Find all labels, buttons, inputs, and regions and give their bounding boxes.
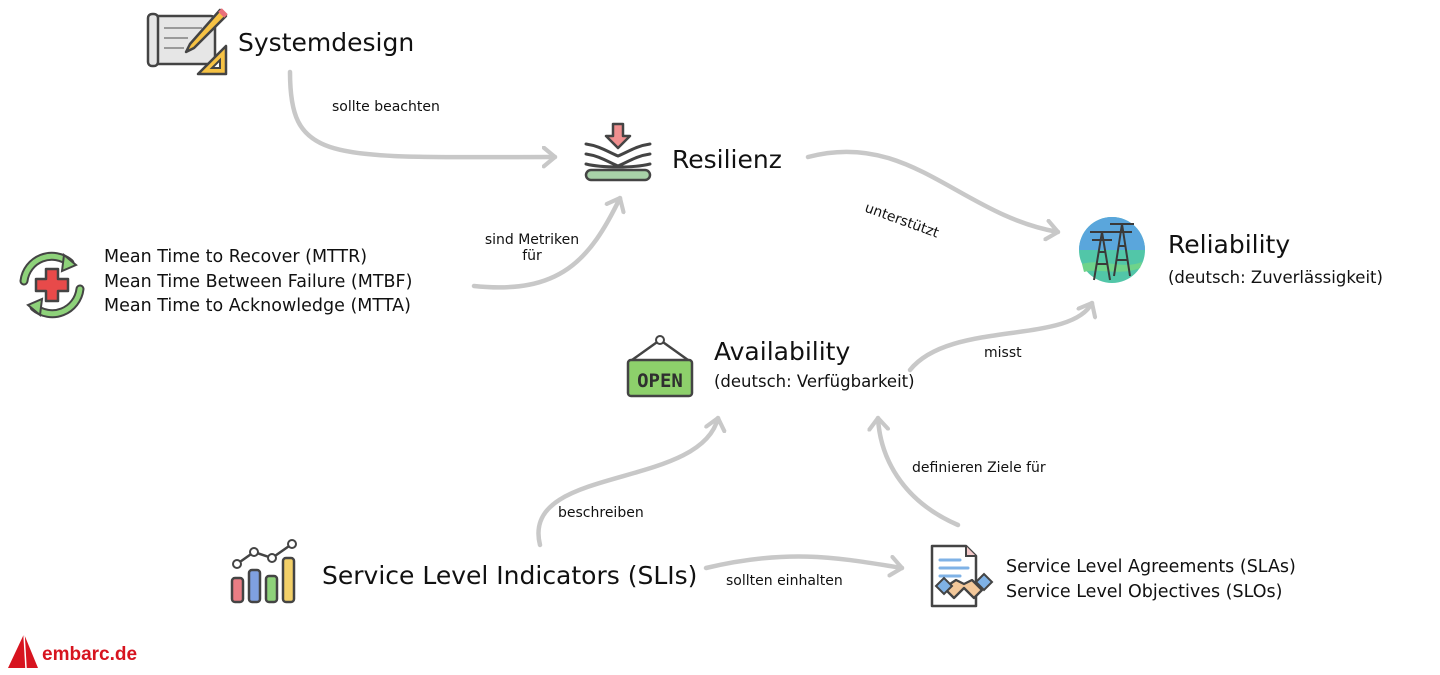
edge-slis-availability [536, 415, 718, 548]
bar-chart-trend-icon [230, 539, 297, 604]
brand-link[interactable]: embarc.de [42, 644, 138, 665]
metrics-list: Mean Time to Recover (MTTR) Mean Time Be… [104, 245, 412, 319]
availability-sub-label: (deutsch: Verfügbarkeit) [714, 372, 915, 391]
power-tower-icon [1079, 217, 1145, 283]
availability-label: Availability [714, 337, 851, 366]
svg-text:OPEN: OPEN [637, 370, 683, 392]
reliability-sub-label: (deutsch: Zuverlässigkeit) [1168, 268, 1383, 287]
metric-mttr: Mean Time to Recover (MTTR) [104, 247, 368, 267]
slo-label: Service Level Objectives (SLOs) [1006, 581, 1283, 602]
edge-label-misst: misst [984, 345, 1022, 361]
edge-slis-sla [703, 554, 905, 568]
edge-label-sind-metriken: sind Metriken für [474, 232, 590, 264]
slis-label: Service Level Indicators (SLIs) [322, 561, 698, 590]
sla-slo-list: Service Level Agreements (SLAs) Service … [1006, 555, 1296, 604]
open-sign-icon: OPEN [626, 335, 694, 398]
blueprint-pencil-icon [146, 8, 228, 76]
resilienz-label: Resilienz [672, 145, 782, 174]
edge-resilienz-reliability [805, 149, 1061, 232]
edge-sla-availability [878, 415, 961, 528]
edge-label-definieren: definieren Ziele für [912, 460, 1046, 476]
contract-handshake-icon [930, 544, 994, 608]
edge-label-sollten-einhalten: sollten einhalten [726, 573, 843, 589]
metric-mtbf: Mean Time Between Failure (MTBF) [104, 271, 413, 292]
edge-availability-reliability [907, 300, 1092, 373]
edge-label-sollte-beachten: sollte beachten [332, 99, 440, 115]
edge-label-sind-metriken-line2: für [522, 248, 542, 264]
systemdesign-label: Systemdesign [238, 28, 415, 57]
edge-metrics-resilienz [471, 195, 620, 290]
edge-label-beschreiben: beschreiben [558, 505, 644, 521]
sla-label: Service Level Agreements (SLAs) [1006, 557, 1296, 577]
reliability-label: Reliability [1168, 230, 1291, 259]
pressure-layers-icon [584, 122, 652, 182]
embarc-logo-icon [8, 633, 38, 669]
recovery-cycle-icon [19, 251, 85, 319]
metric-mtta: Mean Time to Acknowledge (MTTA) [104, 296, 411, 316]
edge-systemdesign-resilienz [287, 69, 558, 157]
edge-label-sind-metriken-line1: sind Metriken [484, 232, 580, 248]
